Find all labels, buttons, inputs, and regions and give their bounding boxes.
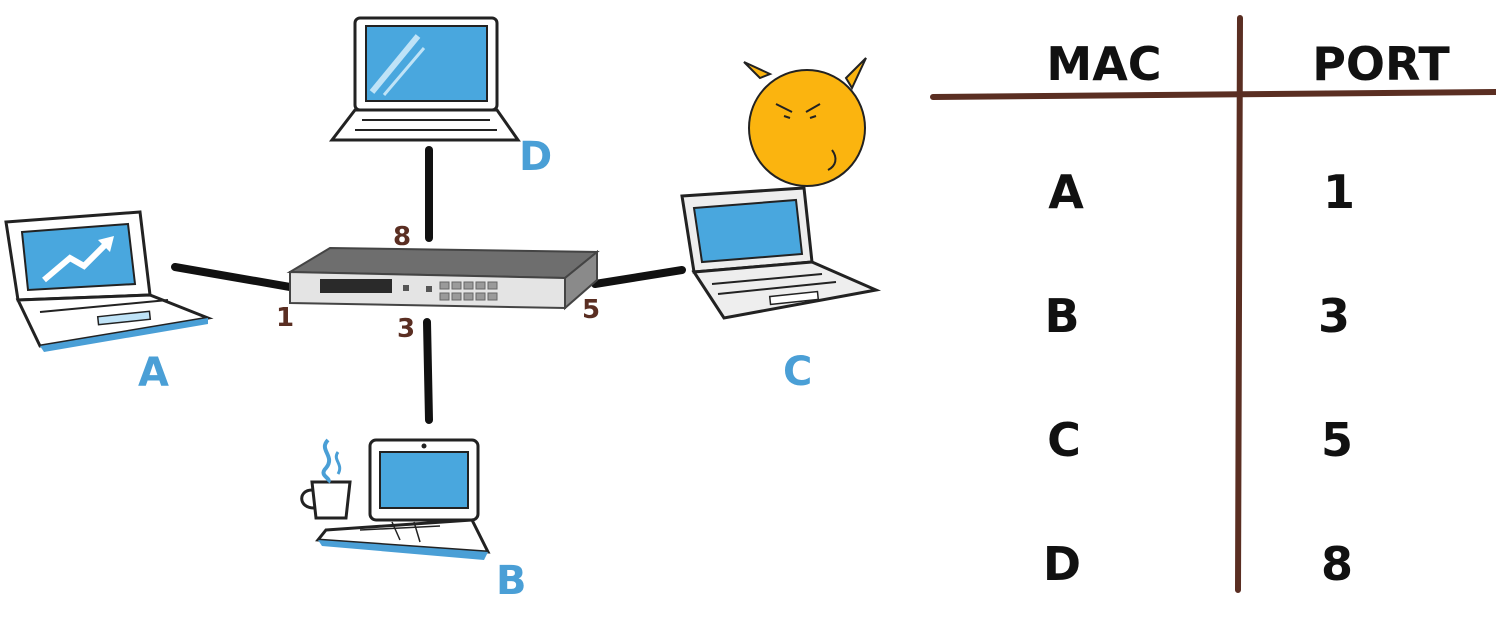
cable-b bbox=[423, 318, 433, 424]
network-switch bbox=[286, 246, 600, 311]
coffee-cup-icon bbox=[300, 438, 352, 520]
devil-horn-left bbox=[743, 61, 773, 80]
table-header-mac: MAC bbox=[1046, 37, 1161, 91]
port-label-a: 1 bbox=[276, 303, 294, 333]
table-cell-mac-row-3: C bbox=[1047, 413, 1081, 467]
table-column-divider bbox=[1235, 15, 1243, 593]
table-header-rule bbox=[930, 89, 1496, 100]
laptop-d bbox=[328, 16, 521, 142]
devil-horn-right bbox=[844, 57, 867, 91]
switch-display bbox=[320, 279, 392, 293]
host-label-c: C bbox=[783, 349, 812, 395]
laptop-b-screen bbox=[379, 451, 469, 509]
port-label-c: 5 bbox=[582, 295, 600, 325]
switch-led-1 bbox=[403, 285, 409, 291]
cable-c bbox=[591, 266, 686, 288]
switch-led-2 bbox=[426, 286, 432, 292]
port-label-b: 3 bbox=[397, 314, 415, 344]
table-cell-port-row-1: 1 bbox=[1323, 165, 1355, 219]
laptop-b bbox=[315, 438, 491, 560]
table-cell-port-row-3: 5 bbox=[1321, 413, 1353, 467]
devil-head bbox=[748, 69, 866, 187]
host-label-a: A bbox=[138, 350, 169, 396]
laptop-d-screen bbox=[365, 25, 488, 102]
devil-face-icon bbox=[743, 57, 867, 187]
switch-ports bbox=[439, 281, 498, 301]
laptop-a-screen bbox=[20, 222, 137, 292]
laptop-c-screen bbox=[692, 198, 804, 264]
laptop-c bbox=[680, 186, 882, 320]
host-label-d: D bbox=[519, 134, 552, 180]
port-label-d: 8 bbox=[393, 222, 411, 252]
trend-arrow-icon bbox=[42, 241, 109, 283]
host-label-b: B bbox=[496, 558, 527, 604]
mac-table: MAC PORT A 1 B 3 C 5 D 8 bbox=[930, 15, 1496, 593]
laptop-a bbox=[4, 210, 214, 352]
laptop-c-base bbox=[691, 260, 882, 320]
cables bbox=[171, 146, 686, 424]
table-cell-port-row-2: 3 bbox=[1318, 289, 1350, 343]
laptop-d-base bbox=[328, 108, 521, 142]
table-cell-mac-row-2: B bbox=[1044, 289, 1079, 343]
table-cell-port-row-4: 8 bbox=[1321, 537, 1353, 591]
cable-a bbox=[171, 263, 294, 291]
table-header-port: PORT bbox=[1312, 37, 1450, 91]
table-cell-mac-row-4: D bbox=[1043, 537, 1081, 591]
table-cell-mac-row-1: A bbox=[1048, 165, 1084, 219]
